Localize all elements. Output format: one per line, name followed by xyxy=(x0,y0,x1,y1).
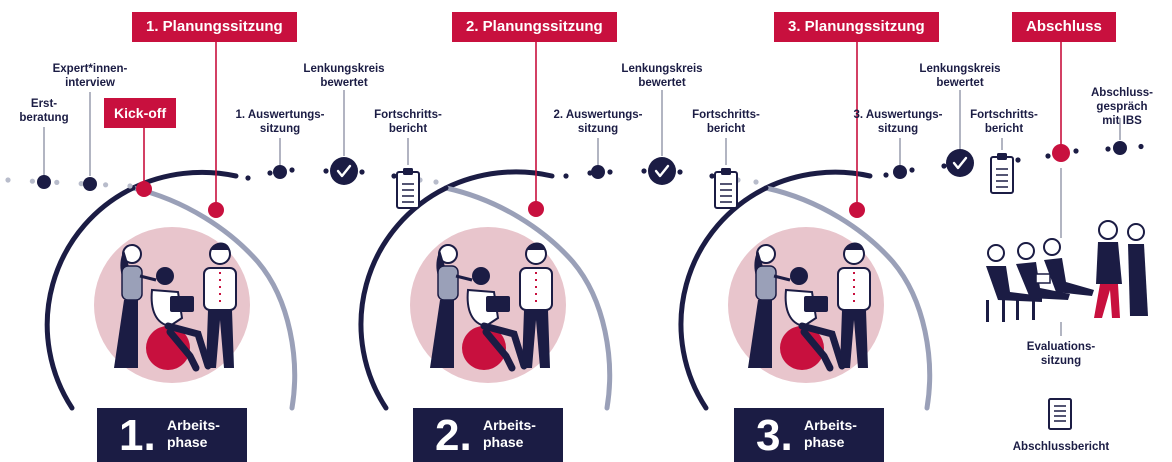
label-eval-3: 3. Auswertungs- sitzung xyxy=(853,109,943,135)
milestone-planning-3: 3. Planungssitzung xyxy=(774,12,939,42)
dot-planning-1 xyxy=(208,202,224,218)
timeline-dot xyxy=(5,177,11,183)
document-icon xyxy=(1048,398,1072,430)
phase-3-label: Arbeits- phase xyxy=(804,417,857,450)
timeline-dot xyxy=(267,170,273,176)
dot-kickoff xyxy=(136,181,152,197)
phase-1-circle-outline xyxy=(44,185,136,411)
phase-3-badge: 3. Arbeits- phase xyxy=(734,408,884,462)
timeline-dot xyxy=(359,169,365,175)
timeline-dot xyxy=(433,179,439,185)
timeline-dot xyxy=(753,179,759,185)
milestone-kickoff: Kick-off xyxy=(104,98,177,128)
timeline-dot xyxy=(78,181,84,187)
phase-1-group xyxy=(44,169,298,411)
timeline-dot xyxy=(883,172,889,178)
timeline-dot xyxy=(641,168,647,174)
timeline-dot xyxy=(677,169,683,175)
phase-3-arc-dark xyxy=(763,169,873,191)
label-steering-1: Lenkungskreis bewertet xyxy=(303,63,385,89)
phase-1-arc-grey xyxy=(130,185,298,411)
label-closing-talk: Abschluss- gespräch mit IBS xyxy=(1091,87,1153,127)
milestone-closing: Abschluss xyxy=(1012,12,1116,42)
timeline-dot xyxy=(1138,143,1144,150)
check-icon xyxy=(946,149,974,177)
label-eval-1: 1. Auswertungs- sitzung xyxy=(235,109,325,135)
timeline-dot xyxy=(29,178,35,184)
timeline-dot xyxy=(709,173,715,179)
dot-eval-2 xyxy=(591,165,605,179)
label-eval-2: 2. Auswertungs- sitzung xyxy=(553,109,643,135)
milestone-planning-1: 1. Planungssitzung xyxy=(132,12,297,42)
milestone-lines xyxy=(143,42,1062,206)
timeline-dot xyxy=(54,179,60,185)
phase-1-badge: 1. Arbeits- phase xyxy=(97,408,247,462)
timeline-dotted-line xyxy=(5,143,1144,189)
timeline-dot xyxy=(127,183,133,189)
clipboard-icon xyxy=(990,153,1014,194)
label-progress-3: Fortschritts- bericht xyxy=(970,109,1038,135)
label-progress-1: Fortschritts- bericht xyxy=(374,109,442,135)
team-meeting-illustration xyxy=(986,220,1148,322)
timeline-dot xyxy=(909,167,915,173)
label-expert-interview: Expert*innen- interview xyxy=(52,63,128,89)
label-steering-2: Lenkungskreis bewertet xyxy=(621,63,703,89)
timeline-dot xyxy=(103,182,109,188)
timeline-dot xyxy=(1105,146,1111,152)
timeline-dot xyxy=(941,163,947,169)
dot-planning-2 xyxy=(528,201,544,217)
label-progress-2: Fortschritts- bericht xyxy=(692,109,760,135)
label-final-report: Abschlussbericht xyxy=(1012,441,1110,453)
dot-closing xyxy=(1052,144,1070,162)
check-icon xyxy=(330,157,358,185)
dot-eval-3 xyxy=(893,165,907,179)
dot-planning-3 xyxy=(849,202,865,218)
dot-closing-talk xyxy=(1113,141,1127,155)
phase-3-arc-grey xyxy=(763,185,933,411)
phase-3-number: 3. xyxy=(756,411,793,460)
timeline-dot xyxy=(391,173,397,179)
timeline-dot xyxy=(245,175,251,181)
people-group-illustration xyxy=(114,242,237,372)
clipboard-icon xyxy=(714,168,738,209)
phase-2-badge: 2. Arbeits- phase xyxy=(413,408,563,462)
dot-expert-interview xyxy=(83,177,97,191)
clipboard-icon xyxy=(396,168,420,209)
timeline-dot xyxy=(1073,148,1079,154)
milestone-planning-2: 2. Planungssitzung xyxy=(452,12,617,42)
label-erstberatung: Erst- beratung xyxy=(19,98,69,124)
timeline-dot xyxy=(563,173,569,179)
phase-2-label: Arbeits- phase xyxy=(483,417,536,450)
label-evaluation-session: Evaluations- sitzung xyxy=(1026,341,1096,367)
phase-2-number: 2. xyxy=(435,411,472,460)
check-icon xyxy=(648,157,676,185)
dot-erstberatung xyxy=(37,175,51,189)
connector-lines xyxy=(43,90,1121,238)
event-dots xyxy=(37,141,1127,218)
label-steering-3: Lenkungskreis bewertet xyxy=(919,63,1001,89)
timeline-dot xyxy=(607,169,613,175)
timeline-dot xyxy=(1045,153,1051,159)
timeline-dot xyxy=(323,168,329,174)
phase-2-arc-grey xyxy=(443,185,613,411)
phase-1-number: 1. xyxy=(119,411,156,460)
timeline-dot xyxy=(289,167,295,173)
dot-eval-1 xyxy=(273,165,287,179)
phase-2-arc-dark xyxy=(443,169,555,191)
timeline-dot xyxy=(1015,157,1021,163)
phase-1-label: Arbeits- phase xyxy=(167,417,220,450)
